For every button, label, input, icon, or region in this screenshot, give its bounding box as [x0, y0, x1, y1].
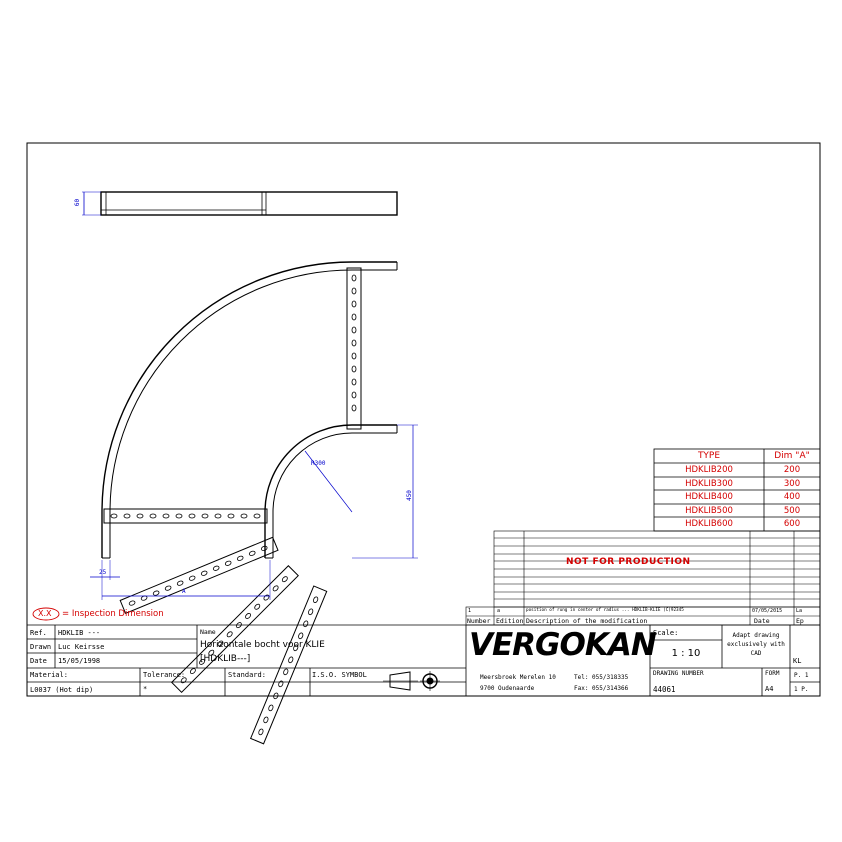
drawing-number-label: DRAWING NUMBER [653, 670, 704, 677]
inspection-symbol-oval [32, 607, 60, 621]
type-table-cell: HDKLIB300 [685, 479, 733, 489]
date-label: Date [30, 657, 47, 665]
ref-label: Ref. [30, 629, 47, 637]
side-view [82, 191, 398, 216]
dimension-450-label: 450 [405, 490, 413, 501]
dimension-a-label: A [182, 588, 186, 595]
type-table-cell: HDKLIB400 [685, 492, 733, 502]
scale-value: 1 : 10 [671, 648, 701, 659]
rung [346, 267, 362, 430]
page-label: P. 1 [794, 672, 809, 679]
iso-symbol-label: I.S.O. SYMBOL [312, 671, 367, 679]
type-table-cell: HDKLIB500 [685, 506, 733, 516]
company-fax: Fax: 055/314366 [574, 685, 629, 692]
plan-view [101, 261, 398, 745]
dimension-radius-label: R300 [311, 460, 326, 467]
drawing-title: Horizontale bocht voor KLIE [200, 640, 325, 650]
kl-label: KL [793, 657, 802, 665]
company-address-line1: Meersbroek Merelen 10 [480, 674, 556, 681]
dimension-25-label: 25 [99, 569, 107, 576]
title-block-grid [27, 624, 820, 696]
drawing-subtitle: [HDKLIB---] [200, 654, 251, 664]
inspection-dimension-label: = Inspection Dimension [62, 609, 164, 619]
pages-label: 1 P. [794, 686, 809, 693]
not-for-production-watermark: NOT FOR PRODUCTION [566, 557, 691, 567]
revision-entry-edition: a [497, 608, 501, 614]
rung [119, 536, 279, 615]
revision-header-edition: Edition [496, 617, 524, 625]
revision-entry-date: 07/05/2015 [752, 608, 783, 614]
company-logo: VERGOKAN [469, 627, 657, 663]
dimension-60-label: 60 [74, 198, 82, 207]
drawn-value: Luc Keirsse [58, 643, 105, 651]
type-table-header-type: TYPE [697, 451, 721, 461]
inspection-symbol-text: X.X [38, 609, 52, 618]
scale-label: Scale: [653, 629, 679, 637]
company-address-line2: 9700 Oudenaarde [480, 685, 535, 692]
rung [249, 585, 328, 745]
type-table-cell: HDKLIB200 [685, 465, 733, 475]
revision-entry-by: La [796, 608, 803, 614]
form-label: FORM [765, 670, 780, 677]
revision-entry-number: 1 [468, 608, 472, 614]
rung [103, 508, 268, 524]
revision-header-date: Date [754, 617, 770, 625]
date-value: 15/05/1998 [58, 657, 101, 665]
type-table-cell: 200 [783, 465, 801, 475]
material-label: Material: [30, 671, 68, 679]
type-table-cell: 400 [783, 492, 801, 502]
type-table-header-dim: Dim "A" [774, 451, 810, 461]
tolerance-value: * [143, 685, 148, 693]
type-table-cell: 300 [783, 479, 801, 489]
drawn-label: Drawn [30, 643, 52, 651]
tolerance-label: Tolerance: [143, 671, 186, 679]
sheet-frame [26, 142, 821, 697]
revision-header-number: Number [467, 617, 491, 625]
company-tel: Tel: 055/318335 [574, 674, 629, 681]
ref-value: HDKLIB --- [58, 629, 101, 637]
standard-label: Standard: [228, 671, 266, 679]
material-value: L0037 (Hot dip) [30, 686, 94, 694]
form-value: A4 [765, 685, 774, 693]
revision-entry-description: position of rung in center of radius ...… [526, 608, 684, 613]
revision-header-by: Ep [796, 617, 804, 625]
dimension-lines [90, 424, 418, 600]
type-table-cell: 600 [783, 519, 801, 529]
iso-projection-icon [383, 671, 440, 691]
name-label: Name [200, 628, 216, 636]
type-table-cell: HDKLIB600 [685, 519, 733, 529]
revision-header-description: Description of the modification [526, 617, 648, 625]
drawing-number-value: 44061 [653, 685, 676, 694]
type-table-cell: 500 [783, 506, 801, 516]
rung [170, 565, 299, 694]
cad-adapt-note: Adapt drawing exclusively with CAD [727, 632, 785, 657]
